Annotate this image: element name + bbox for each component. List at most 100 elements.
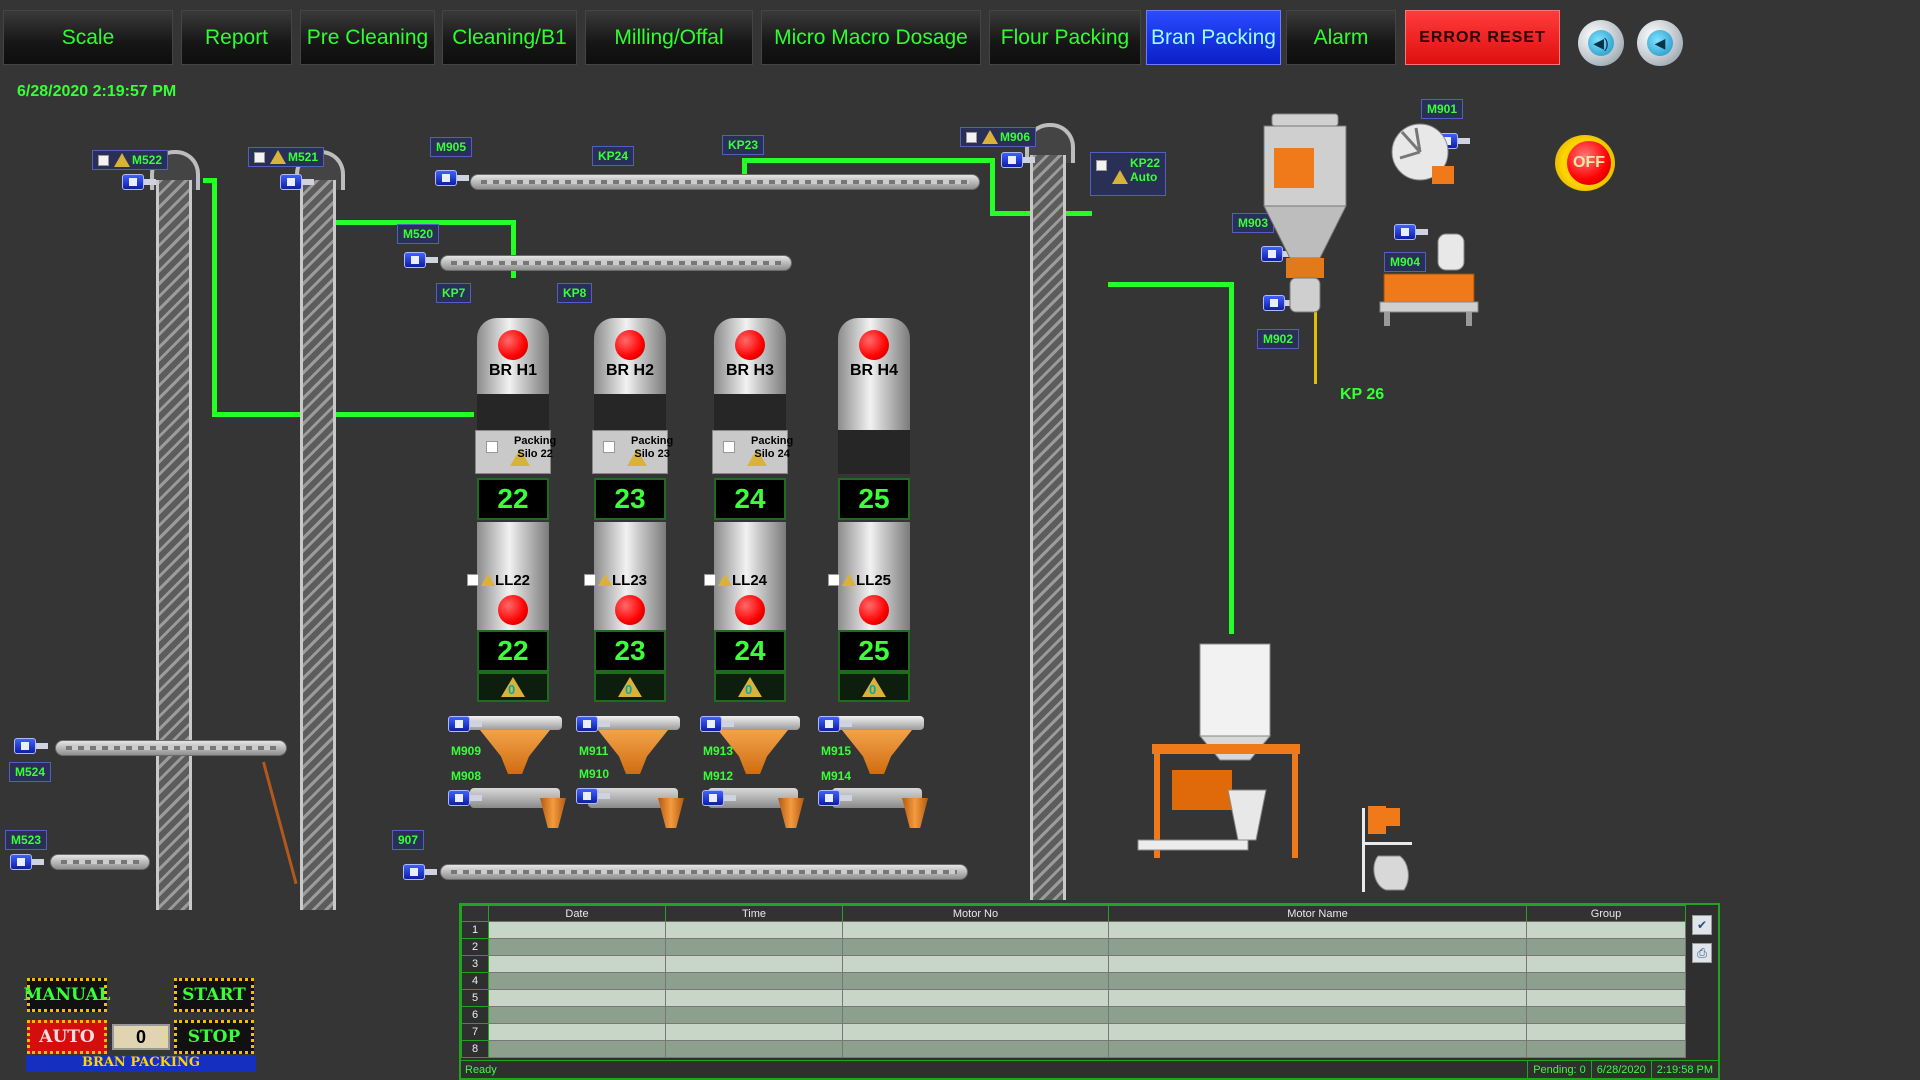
stop-button[interactable]: STOP	[174, 1020, 254, 1054]
tag-m521[interactable]: M521	[248, 147, 325, 167]
motor-m521-icon[interactable]	[280, 172, 314, 192]
tag-kp8[interactable]: KP8	[557, 283, 593, 303]
tag-907[interactable]: 907	[392, 830, 425, 850]
print-icon[interactable]: ⎙	[1692, 943, 1712, 963]
checkbox[interactable]	[1096, 160, 1107, 171]
motor-m524-icon[interactable]	[14, 736, 48, 756]
motor-m910-icon[interactable]	[576, 786, 610, 806]
table-row[interactable]: 5	[461, 989, 1686, 1007]
checkbox[interactable]	[966, 131, 977, 143]
tag-kp23[interactable]: KP23	[722, 135, 765, 155]
motor-m912-icon[interactable]	[702, 788, 736, 808]
tag-m523[interactable]: M523	[5, 830, 48, 850]
tag-kp24[interactable]: KP24	[592, 146, 635, 166]
column-header-motor-no[interactable]: Motor No	[842, 905, 1109, 922]
level-low-indicator[interactable]: LL25	[828, 570, 918, 590]
checkbox[interactable]	[723, 441, 735, 453]
motor-m913-icon[interactable]	[700, 714, 734, 734]
tag-m902[interactable]: M902	[1257, 329, 1300, 349]
tag-m914[interactable]: M914	[821, 769, 852, 783]
tag-m904[interactable]: M904	[1384, 252, 1427, 272]
tag-m912[interactable]: M912	[703, 769, 734, 783]
motor-m909-icon[interactable]	[448, 714, 482, 734]
column-header-date[interactable]: Date	[488, 905, 666, 922]
checkbox[interactable]	[704, 574, 716, 586]
motor-m902-icon[interactable]	[1263, 293, 1297, 313]
manual-button[interactable]: MANUAL	[24, 978, 111, 1012]
tab-alarm[interactable]: Alarm	[1286, 10, 1396, 65]
motor-m911-icon[interactable]	[576, 714, 610, 734]
motor-m906-icon[interactable]	[1001, 150, 1035, 170]
tag-mode: Auto	[1130, 170, 1158, 184]
motor-m915-icon[interactable]	[818, 714, 852, 734]
discharge-cone	[778, 798, 804, 828]
column-header-time[interactable]: Time	[665, 905, 843, 922]
tag-m901[interactable]: M901	[1421, 99, 1464, 119]
mute-button[interactable]: ◀	[1637, 20, 1683, 66]
tag-m915[interactable]: M915	[821, 744, 852, 758]
checkbox[interactable]	[603, 441, 615, 453]
tag-m522[interactable]: M522	[92, 150, 169, 170]
table-row[interactable]: 6	[461, 1006, 1686, 1024]
table-row[interactable]: 2	[461, 938, 1686, 956]
tag-m913[interactable]: M913	[703, 744, 734, 758]
column-header-group[interactable]: Group	[1526, 905, 1686, 922]
tag-m908[interactable]: M908	[451, 769, 482, 783]
tag-m911[interactable]: M911	[579, 744, 609, 758]
table-row[interactable]: 7	[461, 1023, 1686, 1041]
tag-m910[interactable]: M910	[579, 767, 610, 781]
motor-m522-icon[interactable]	[122, 172, 156, 192]
tab-pre-cleaning[interactable]: Pre Cleaning	[300, 10, 435, 65]
checkbox[interactable]	[98, 154, 109, 166]
motor-907-icon[interactable]	[403, 862, 437, 882]
checkbox[interactable]	[254, 151, 265, 163]
motor-m905-icon[interactable]	[435, 168, 469, 188]
alarm-table[interactable]: Date Time Motor No Motor Name Group 1 2 …	[459, 903, 1720, 1080]
level-low-indicator[interactable]: LL22	[467, 570, 557, 590]
warning-icon: 0	[738, 677, 762, 697]
tab-cleaning-b1[interactable]: Cleaning/B1	[442, 10, 577, 65]
checkbox[interactable]	[467, 574, 479, 586]
level-low-indicator[interactable]: LL24	[704, 570, 794, 590]
checkbox[interactable]	[828, 574, 840, 586]
tab-report[interactable]: Report	[181, 10, 292, 65]
table-row[interactable]: 4	[461, 972, 1686, 990]
motor-m523-icon[interactable]	[10, 852, 44, 872]
sound-button[interactable]: ◀)	[1578, 20, 1624, 66]
tag-m909[interactable]: M909	[451, 744, 482, 758]
power-off-button[interactable]: OFF	[1555, 135, 1615, 191]
tag-m520[interactable]: M520	[397, 224, 440, 244]
level-low-indicator[interactable]: LL23	[584, 570, 674, 590]
row-number: 1	[461, 921, 489, 939]
acknowledge-icon[interactable]: ✔	[1692, 915, 1712, 935]
tab-bran-packing[interactable]: Bran Packing	[1146, 10, 1281, 65]
table-row[interactable]: 3	[461, 955, 1686, 973]
tag-kp7[interactable]: KP7	[436, 283, 472, 303]
tag-m906[interactable]: M906	[960, 127, 1037, 147]
start-button[interactable]: START	[174, 978, 254, 1012]
motor-m908-icon[interactable]	[448, 788, 482, 808]
tag-kp22[interactable]: KP22 Auto	[1090, 152, 1167, 196]
auto-button[interactable]: AUTO	[27, 1020, 107, 1054]
table-row[interactable]: 1	[461, 921, 1686, 939]
flow-line	[203, 178, 215, 183]
tab-flour-packing[interactable]: Flour Packing	[989, 10, 1141, 65]
checkbox[interactable]	[486, 441, 498, 453]
tag-m905[interactable]: M905	[430, 137, 473, 157]
column-header-motor-name[interactable]: Motor Name	[1108, 905, 1527, 922]
error-reset-button[interactable]: ERROR RESET	[1405, 10, 1560, 65]
tab-scale[interactable]: Scale	[3, 10, 173, 65]
motor-m904-icon[interactable]	[1394, 222, 1428, 242]
motor-m914-icon[interactable]	[818, 788, 852, 808]
motor-m520-icon[interactable]	[404, 250, 438, 270]
table-row[interactable]: 8	[461, 1040, 1686, 1058]
tag-m524[interactable]: M524	[9, 762, 52, 782]
tab-micro-macro-dosage[interactable]: Micro Macro Dosage	[761, 10, 981, 65]
checkbox[interactable]	[584, 574, 596, 586]
flow-line	[1108, 282, 1232, 287]
tab-milling-offal[interactable]: Milling/Offal	[585, 10, 753, 65]
warning-icon	[1112, 170, 1128, 184]
